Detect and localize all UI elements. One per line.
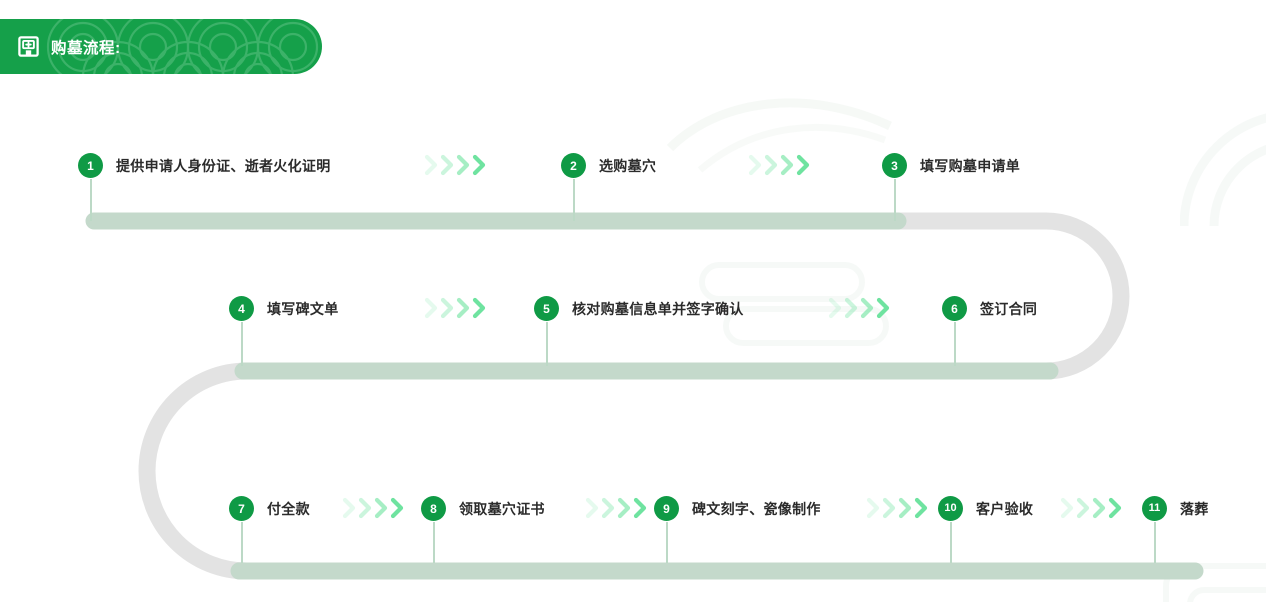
page-title: 购墓流程: bbox=[51, 39, 121, 57]
hospital-building-icon bbox=[18, 36, 39, 57]
step-connector-stem bbox=[90, 179, 92, 221]
chevron-right-icon bbox=[617, 497, 631, 519]
chevron-right-icon bbox=[898, 497, 912, 519]
step-number-badge: 4 bbox=[229, 296, 254, 321]
chevron-right-icon bbox=[1108, 497, 1122, 519]
chevron-right-icon bbox=[1092, 497, 1106, 519]
process-step-5[interactable]: 5 核对购墓信息单并签字确认 bbox=[534, 296, 744, 321]
step-label: 碑文刻字、瓷像制作 bbox=[692, 500, 821, 517]
step-number-badge: 6 bbox=[942, 296, 967, 321]
step-connector-stem bbox=[241, 522, 243, 563]
chevron-right-icon bbox=[390, 497, 404, 519]
step-connector-stem bbox=[433, 522, 435, 563]
chevron-right-icon bbox=[633, 497, 647, 519]
process-step-3[interactable]: 3 填写购墓申请单 bbox=[882, 153, 1020, 178]
step-label: 填写购墓申请单 bbox=[920, 157, 1021, 174]
step-number-badge: 7 bbox=[229, 496, 254, 521]
arrow-1-2-chevrons bbox=[424, 154, 487, 176]
step-connector-stem bbox=[573, 179, 575, 221]
chevron-right-icon bbox=[828, 297, 842, 319]
chevron-right-icon bbox=[1060, 497, 1074, 519]
step-label: 填写碑文单 bbox=[267, 300, 339, 317]
step-label: 提供申请人身份证、逝者火化证明 bbox=[116, 157, 331, 174]
chevron-right-icon bbox=[780, 154, 794, 176]
step-connector-stem bbox=[894, 179, 896, 221]
step-number-badge: 2 bbox=[561, 153, 586, 178]
process-step-9[interactable]: 9 碑文刻字、瓷像制作 bbox=[654, 496, 821, 521]
track-turn-left bbox=[138, 362, 989, 580]
chevron-right-icon bbox=[440, 297, 454, 319]
chevron-right-icon bbox=[358, 497, 372, 519]
chevron-right-icon bbox=[374, 497, 388, 519]
chevron-right-icon bbox=[914, 497, 928, 519]
step-number-badge: 3 bbox=[882, 153, 907, 178]
step-label: 核对购墓信息单并签字确认 bbox=[572, 300, 744, 317]
chevron-right-icon bbox=[456, 297, 470, 319]
chevron-right-icon bbox=[601, 497, 615, 519]
step-number-badge: 1 bbox=[78, 153, 103, 178]
chevron-right-icon bbox=[440, 154, 454, 176]
chevron-right-icon bbox=[456, 154, 470, 176]
chevron-right-icon bbox=[882, 497, 896, 519]
chevron-right-icon bbox=[1076, 497, 1090, 519]
process-step-10[interactable]: 10 客户验收 bbox=[938, 496, 1033, 521]
step-connector-stem bbox=[954, 322, 956, 366]
chevron-right-icon bbox=[866, 497, 880, 519]
process-step-8[interactable]: 8 领取墓穴证书 bbox=[421, 496, 545, 521]
chevron-right-icon bbox=[472, 154, 486, 176]
chevron-right-icon bbox=[844, 297, 858, 319]
chevron-right-icon bbox=[424, 297, 438, 319]
chevron-right-icon bbox=[585, 497, 599, 519]
chevron-right-icon bbox=[764, 154, 778, 176]
arrow-8-9-chevrons bbox=[585, 497, 648, 519]
step-connector-stem bbox=[666, 522, 668, 563]
step-connector-stem bbox=[1154, 522, 1156, 563]
step-number-badge: 5 bbox=[534, 296, 559, 321]
chevron-right-icon bbox=[860, 297, 874, 319]
step-number-badge: 11 bbox=[1142, 496, 1167, 521]
step-connector-stem bbox=[546, 322, 548, 366]
step-label: 客户验收 bbox=[976, 500, 1034, 517]
background-watermark bbox=[1163, 563, 1266, 602]
background-watermark bbox=[1180, 113, 1266, 227]
arrow-10-11-chevrons bbox=[1060, 497, 1123, 519]
process-step-7[interactable]: 7 付全款 bbox=[229, 496, 310, 521]
step-label: 领取墓穴证书 bbox=[459, 500, 545, 517]
chevron-right-icon bbox=[748, 154, 762, 176]
step-number-badge: 8 bbox=[421, 496, 446, 521]
arrow-9-10-chevrons bbox=[866, 497, 929, 519]
step-number-badge: 10 bbox=[938, 496, 963, 521]
chevron-right-icon bbox=[424, 154, 438, 176]
arrow-2-3-chevrons bbox=[748, 154, 811, 176]
chevron-right-icon bbox=[472, 297, 486, 319]
process-step-1[interactable]: 1 提供申请人身份证、逝者火化证明 bbox=[78, 153, 331, 178]
process-step-11[interactable]: 11 落葬 bbox=[1142, 496, 1209, 521]
arrow-5-6-chevrons bbox=[828, 297, 891, 319]
step-label: 付全款 bbox=[267, 500, 310, 517]
chevron-right-icon bbox=[796, 154, 810, 176]
step-connector-stem bbox=[241, 322, 243, 366]
step-label: 选购墓穴 bbox=[599, 157, 657, 174]
section-header: 购墓流程: bbox=[0, 19, 322, 74]
process-step-6[interactable]: 6 签订合同 bbox=[942, 296, 1037, 321]
chevron-right-icon bbox=[876, 297, 890, 319]
step-connector-stem bbox=[950, 522, 952, 563]
step-label: 签订合同 bbox=[980, 300, 1038, 317]
arrow-7-8-chevrons bbox=[342, 497, 405, 519]
step-number-badge: 9 bbox=[654, 496, 679, 521]
chevron-right-icon bbox=[342, 497, 356, 519]
process-step-4[interactable]: 4 填写碑文单 bbox=[229, 296, 339, 321]
arrow-4-5-chevrons bbox=[424, 297, 487, 319]
process-step-2[interactable]: 2 选购墓穴 bbox=[561, 153, 656, 178]
step-label: 落葬 bbox=[1180, 500, 1209, 517]
